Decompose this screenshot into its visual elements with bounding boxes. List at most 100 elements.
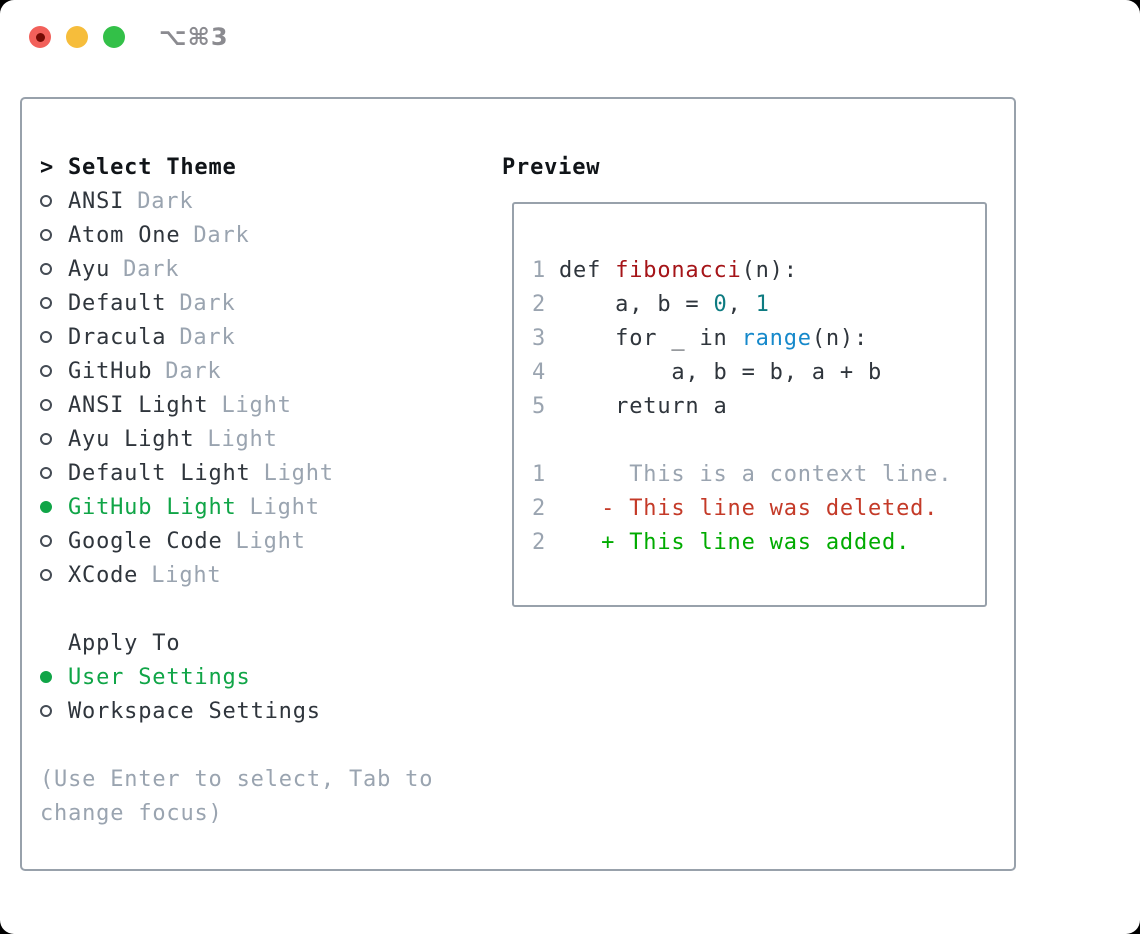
- radio-icon: [40, 195, 52, 207]
- line-number: 1: [532, 461, 547, 487]
- theme-option-ansi[interactable]: ANSI Dark: [40, 184, 502, 218]
- diff-line: 2 - This line was deleted.: [532, 491, 985, 525]
- line-number: 4: [532, 359, 547, 385]
- token-added: + This line was added.: [559, 529, 911, 555]
- option-label: Workspace Settings: [68, 698, 321, 724]
- radio-icon: [40, 229, 52, 241]
- apply-option-workspace-settings[interactable]: Workspace Settings: [40, 694, 502, 728]
- apply-to-header: Apply To: [40, 626, 502, 660]
- radio-icon: [40, 331, 52, 343]
- token-number: 1: [755, 291, 770, 317]
- preview-title: Preview: [502, 154, 601, 180]
- theme-option-dracula[interactable]: Dracula Dark: [40, 320, 502, 354]
- theme-option-github-light[interactable]: GitHub Light Light: [40, 490, 502, 524]
- close-dot-icon: [35, 32, 45, 42]
- option-label: Ayu Light: [68, 426, 195, 452]
- option-variant-tag: Light: [221, 392, 292, 418]
- theme-option-atom-one[interactable]: Atom One Dark: [40, 218, 502, 252]
- radio-selected-icon: [40, 671, 52, 683]
- hint-line: (Use Enter to select, Tab to: [40, 766, 434, 792]
- theme-option-ayu-light[interactable]: Ayu Light Light: [40, 422, 502, 456]
- titlebar: ⌥⌘3: [0, 0, 1140, 74]
- option-label: Atom One: [68, 222, 181, 248]
- line-number: 2: [532, 291, 547, 317]
- token-deleted: - This line was deleted.: [559, 495, 939, 521]
- option-variant-tag: Light: [235, 528, 306, 554]
- close-button[interactable]: [29, 26, 51, 48]
- radio-icon: [40, 569, 52, 581]
- option-variant-tag: Light: [207, 426, 278, 452]
- token-default: a, b = b, a + b: [559, 359, 883, 385]
- select-theme-header: > Select Theme: [40, 150, 502, 184]
- option-label: GitHub Light: [68, 494, 237, 520]
- option-label: Ayu: [68, 256, 111, 282]
- option-label: Dracula: [68, 324, 167, 350]
- token-number: 0: [713, 291, 728, 317]
- theme-option-ayu[interactable]: Ayu Dark: [40, 252, 502, 286]
- line-number: 2: [532, 529, 547, 555]
- line-number: 5: [532, 393, 547, 419]
- theme-option-xcode[interactable]: XCode Light: [40, 558, 502, 592]
- option-variant-tag: Light: [249, 494, 320, 520]
- prompt-caret-icon: >: [40, 154, 55, 180]
- diff-line: 1 This is a context line.: [532, 457, 985, 491]
- radio-icon: [40, 705, 52, 717]
- token-default: ,: [727, 291, 756, 317]
- token-default: for _ in: [559, 325, 742, 351]
- radio-icon: [40, 399, 52, 411]
- option-variant-tag: Light: [263, 460, 334, 486]
- option-variant-tag: Dark: [123, 256, 180, 282]
- apply-to-label: Apply To: [68, 630, 181, 656]
- option-variant-tag: Dark: [179, 324, 236, 350]
- option-label: Default Light: [68, 460, 251, 486]
- option-label: User Settings: [68, 664, 251, 690]
- radio-icon: [40, 365, 52, 377]
- zoom-button[interactable]: [103, 26, 125, 48]
- code-line: 3 for _ in range(n):: [532, 321, 985, 355]
- minimize-button[interactable]: [66, 26, 88, 48]
- option-variant-tag: Dark: [137, 188, 194, 214]
- radio-icon: [40, 535, 52, 547]
- radio-icon: [40, 467, 52, 479]
- theme-option-default-light[interactable]: Default Light Light: [40, 456, 502, 490]
- diff-line: 2 + This line was added.: [532, 525, 985, 559]
- theme-option-github[interactable]: GitHub Dark: [40, 354, 502, 388]
- option-label: ANSI: [68, 188, 125, 214]
- option-variant-tag: Dark: [165, 358, 222, 384]
- window-title: ⌥⌘3: [159, 23, 229, 51]
- option-variant-tag: Dark: [193, 222, 250, 248]
- token-builtin: range: [741, 325, 812, 351]
- option-variant-tag: Light: [151, 562, 222, 588]
- hint-line: change focus): [40, 800, 223, 826]
- radio-icon: [40, 433, 52, 445]
- token-context: This is a context line.: [559, 461, 953, 487]
- code-line: 4 a, b = b, a + b: [532, 355, 985, 389]
- token-default: (n):: [741, 257, 798, 283]
- option-label: XCode: [68, 562, 139, 588]
- option-label: GitHub: [68, 358, 153, 384]
- apply-option-user-settings[interactable]: User Settings: [40, 660, 502, 694]
- select-theme-label: Select Theme: [68, 154, 237, 180]
- radio-icon: [40, 263, 52, 275]
- token-default: def: [559, 257, 616, 283]
- option-variant-tag: Dark: [179, 290, 236, 316]
- line-number: 2: [532, 495, 547, 521]
- diff-preview: 1 This is a context line.2 - This line w…: [532, 457, 985, 559]
- radio-selected-icon: [40, 501, 52, 513]
- radio-icon: [40, 297, 52, 309]
- theme-option-default[interactable]: Default Dark: [40, 286, 502, 320]
- code-line: 2 a, b = 0, 1: [532, 287, 985, 321]
- token-default: (n):: [811, 325, 869, 351]
- option-label: Default: [68, 290, 167, 316]
